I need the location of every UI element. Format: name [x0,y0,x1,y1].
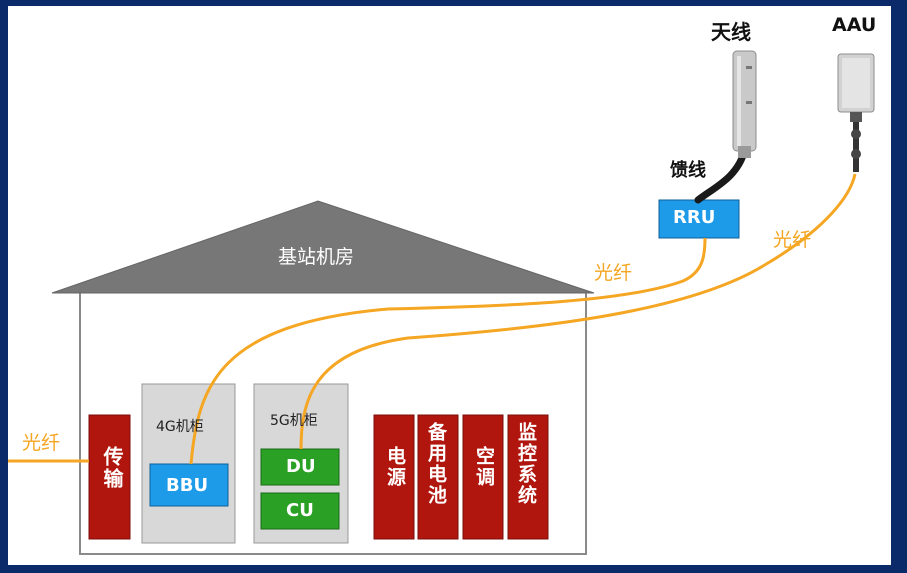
battery-label: 备用电池 [425,422,447,506]
transmission-label: 传输 [100,446,124,490]
aau-label: AAU [832,14,877,36]
monitor-box [507,414,549,540]
fiber-aau-label: 光纤 [773,229,812,251]
diagram-canvas: 基站机房 天线 AAU 馈线 RRU 光纤 光纤 光纤 4G机柜 5G机柜 BB… [8,6,891,565]
fiber-bbu-rru [189,237,707,465]
monitor-label: 监控系统 [515,422,537,506]
rru-label: RRU [673,207,716,228]
power-label: 电源 [384,446,406,488]
building-title: 基站机房 [278,246,355,268]
fiber-left-label: 光纤 [22,432,61,454]
antenna-icon [732,50,757,158]
transmission-box [88,414,131,540]
battery-box [417,414,459,540]
du-label: DU [286,456,316,477]
cabinet-4g-label: 4G机柜 [156,419,204,435]
bbu-label: BBU [166,475,209,496]
power-box [373,414,415,540]
cu-label: CU [286,500,314,521]
aircon-label: 空调 [473,446,495,488]
feeder-label: 馈线 [670,160,706,181]
fiber-du-aau [299,173,857,450]
aircon-box [462,414,504,540]
aau-icon [837,53,875,172]
bbu-box [149,463,229,507]
fiber-rru-label: 光纤 [594,262,633,284]
building-roof [51,200,595,294]
antenna-label: 天线 [711,20,751,44]
cabinet-5g-label: 5G机柜 [270,413,318,429]
diagram-graphics [8,50,875,555]
rru-box [658,199,740,239]
cu-box [260,492,340,530]
